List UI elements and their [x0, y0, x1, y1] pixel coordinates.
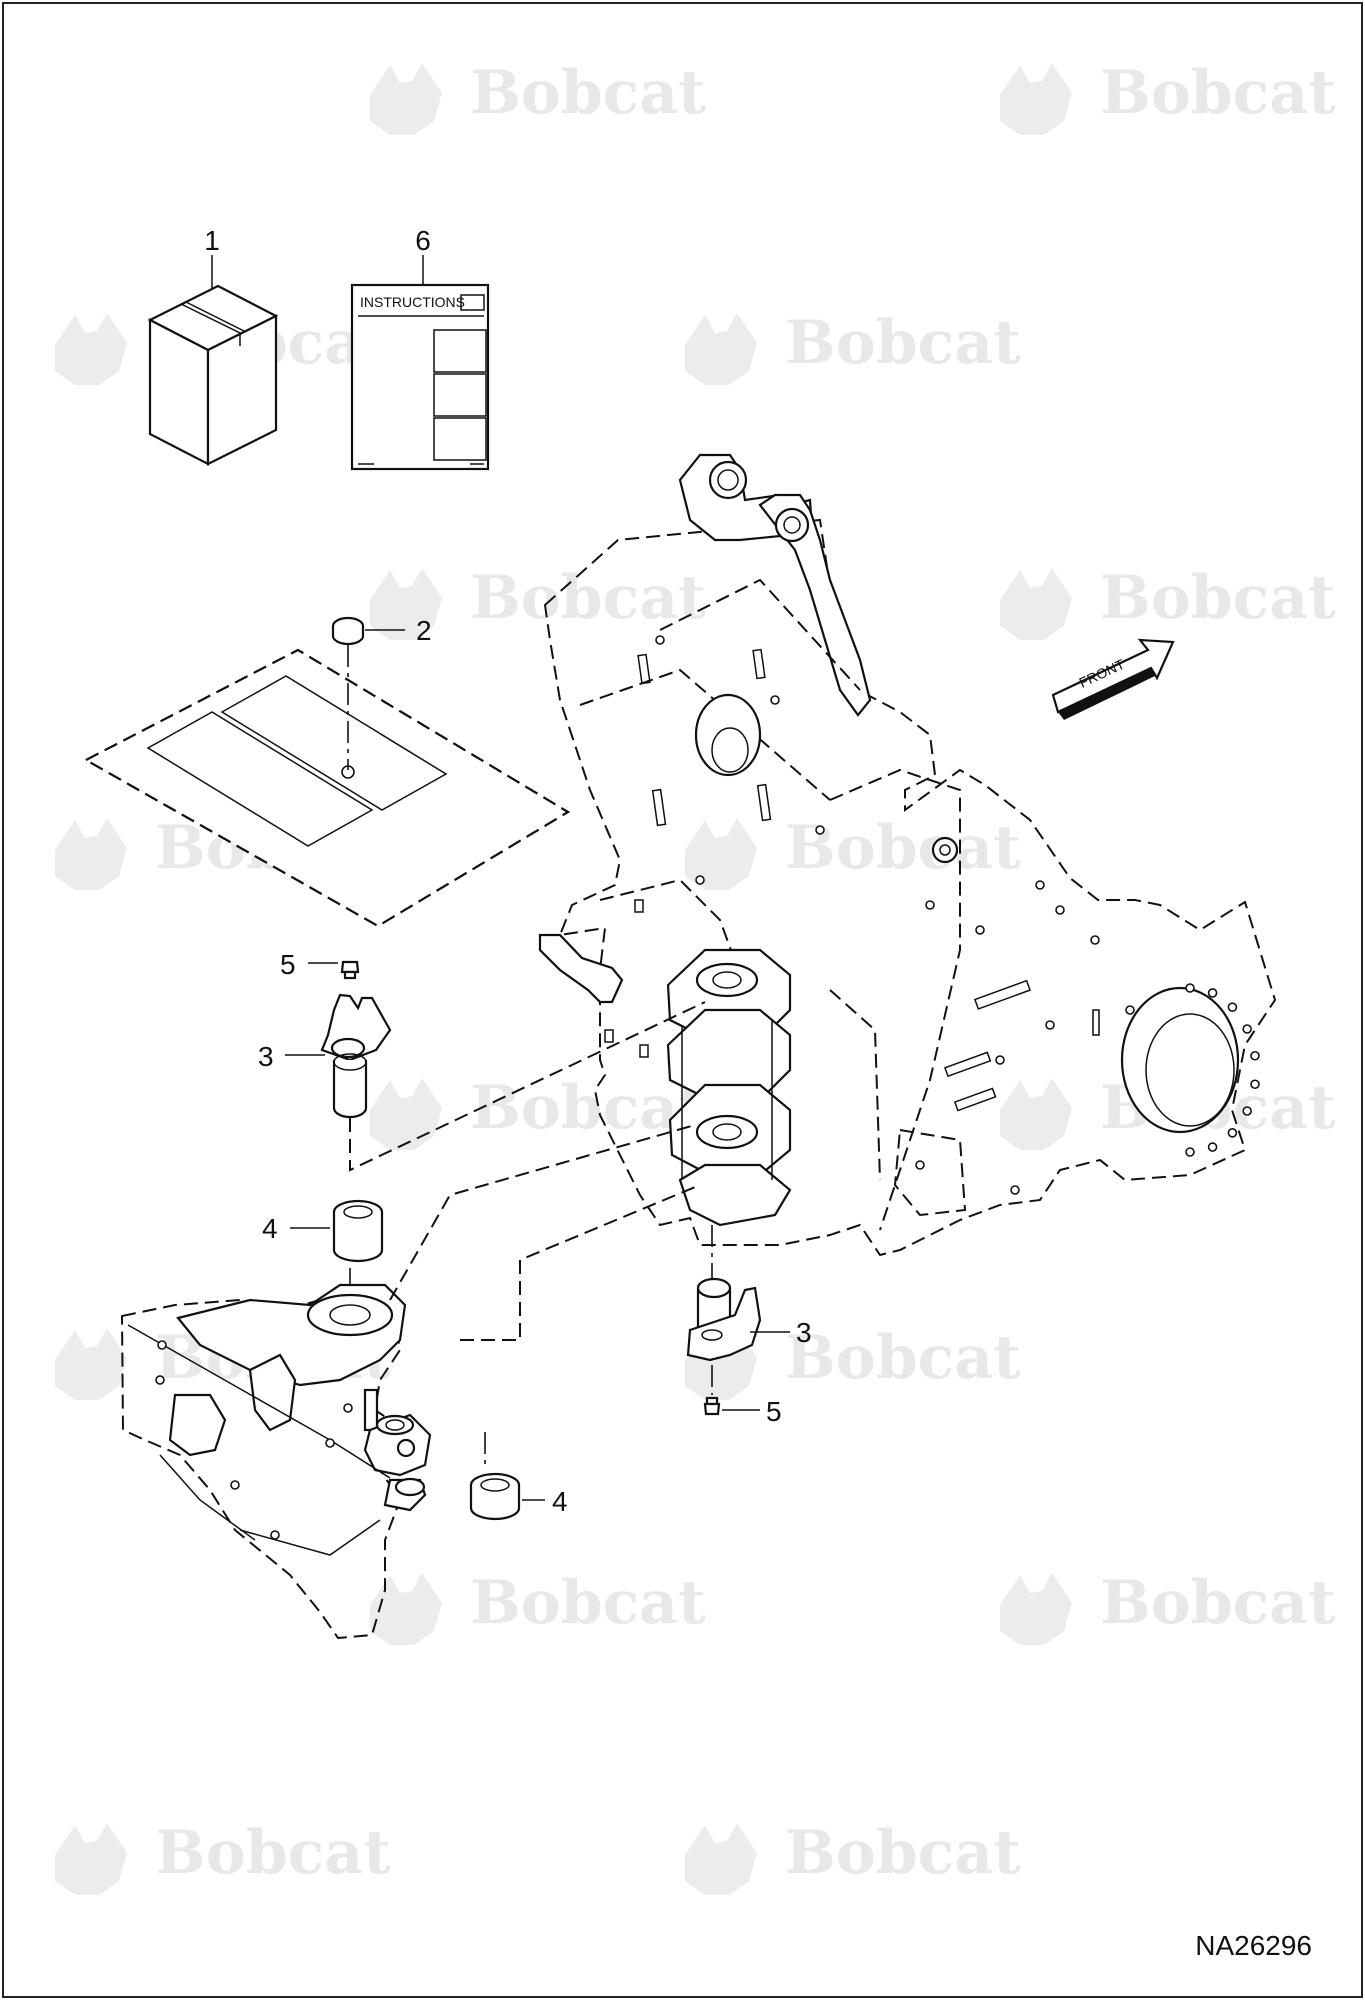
callout-3-lower-pin: 3 — [796, 1317, 812, 1348]
upper-grease-fitting — [340, 960, 360, 980]
callout-2-plug: 2 — [416, 615, 432, 646]
watermark-text: Bobcat — [1100, 563, 1336, 633]
bobcat-logo-icon — [55, 1328, 127, 1400]
swing-casting — [120, 1283, 432, 1640]
watermark: Bobcat — [685, 813, 1021, 890]
watermark: Bobcat — [1000, 58, 1336, 135]
callout-4-upper-bushing: 4 — [262, 1213, 278, 1244]
bobcat-logo-icon — [370, 568, 442, 640]
watermark-text: Bobcat — [785, 1818, 1021, 1888]
bobcat-logo-icon — [685, 313, 757, 385]
callout-3-upper-pin: 3 — [258, 1041, 274, 1072]
watermark-text: Bobcat — [470, 1073, 706, 1143]
kit-box — [147, 284, 279, 466]
watermark-text: Bobcat — [785, 308, 1021, 378]
cover-plate — [83, 648, 571, 928]
watermark: Bobcat — [685, 308, 1021, 385]
bobcat-logo-icon — [370, 63, 442, 135]
watermark: Bobcat — [685, 1818, 1021, 1895]
watermark: Bobcat — [370, 58, 706, 135]
watermark: Bobcat — [55, 1818, 391, 1895]
watermark-text: Bobcat — [1100, 58, 1336, 128]
bobcat-logo-icon — [55, 1823, 127, 1895]
instructions-sheet: INSTRUCTIONS — [350, 283, 490, 471]
bobcat-logo-icon — [1000, 568, 1072, 640]
bobcat-logo-icon — [370, 1573, 442, 1645]
bobcat-logo-icon — [55, 818, 127, 890]
watermark-text: Bobcat — [785, 813, 1021, 883]
bobcat-logo-icon — [1000, 63, 1072, 135]
bobcat-logo-icon — [1000, 1078, 1072, 1150]
watermark-text: Bobcat — [470, 58, 706, 128]
watermark-text: Bobcat — [785, 1323, 1021, 1393]
figure-id: NA26296 — [1195, 1930, 1312, 1961]
watermark: Bobcat — [370, 1073, 706, 1150]
lower-pivot-pin — [686, 1277, 762, 1362]
bobcat-logo-icon — [1000, 1573, 1072, 1645]
watermark: Bobcat — [370, 563, 706, 640]
callout-6-instructions: 6 — [415, 225, 431, 256]
watermark-text: Bobcat — [470, 1568, 706, 1638]
upper-pin-leader — [349, 1001, 706, 1172]
callout-4-lower-bushing: 4 — [552, 1486, 568, 1517]
lower-bushing — [469, 1472, 521, 1521]
bobcat-logo-icon — [685, 818, 757, 890]
watermark: Bobcat — [1000, 1568, 1336, 1645]
bobcat-logo-icon — [55, 313, 127, 385]
upper-pivot-pin — [320, 993, 392, 1119]
bobcat-logo-icon — [685, 1823, 757, 1895]
main-frame — [538, 453, 1277, 1257]
callout-5-upper-fitting: 5 — [280, 949, 296, 980]
watermark-text: Bobcat — [470, 563, 706, 633]
lower-grease-fitting — [703, 1396, 721, 1416]
watermark-text: Bobcat — [1100, 1568, 1336, 1638]
watermark: Bobcat — [370, 1568, 706, 1645]
callout-1-kit-box: 1 — [204, 225, 220, 256]
casting-lower-leader — [460, 1184, 701, 1341]
upper-bushing — [332, 1199, 384, 1263]
plug — [331, 616, 365, 646]
watermark: Bobcat — [1000, 563, 1336, 640]
bobcat-logo-icon — [370, 1078, 442, 1150]
instructions-label: INSTRUCTIONS — [360, 294, 465, 310]
callout-5-lower-fitting: 5 — [766, 1396, 782, 1427]
watermark-text: Bobcat — [155, 1818, 391, 1888]
